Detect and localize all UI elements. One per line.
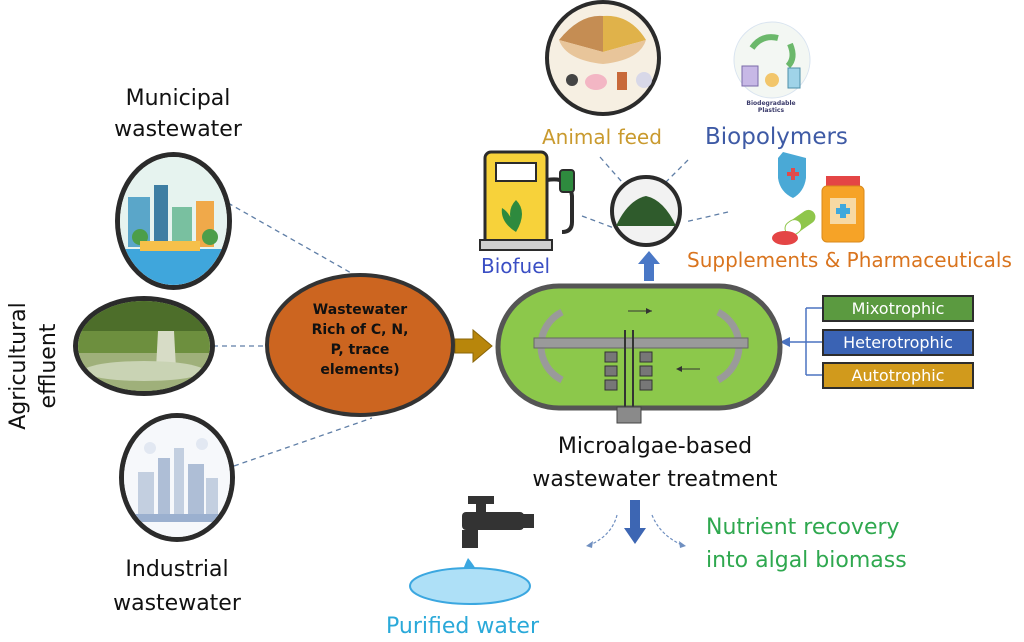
up-arrow: [638, 251, 660, 281]
supplement-connector: [684, 211, 729, 223]
left-curve-arrow: [589, 514, 618, 546]
raceway-reactor: [495, 283, 783, 424]
industrial-label: Industrial wastewater: [113, 557, 241, 616]
right-curve-head: [679, 541, 686, 548]
biopolymers-label: Biopolymers: [705, 124, 848, 150]
agricultural-image: [73, 296, 215, 396]
mode-autotrophic: Autotrophic: [822, 362, 974, 389]
water-puddle: [409, 567, 531, 605]
into-reactor-arrow: [454, 328, 493, 364]
wastewater-text: Wastewater Rich of C, N, P, trace elemen…: [311, 302, 409, 378]
mode-connector: [786, 307, 822, 376]
biopolymers-image: [733, 21, 811, 99]
nutrient-recovery-label: Nutrient recovery into algal biomass: [706, 515, 907, 573]
biomass-pile: [616, 196, 676, 226]
left-curve-head: [586, 541, 593, 548]
municipal-label: Municipal wastewater: [114, 86, 242, 142]
biofuel-label: Biofuel: [481, 254, 551, 278]
industrial-image: [119, 413, 235, 542]
wastewater-ellipse: [265, 273, 455, 417]
animal-feed-label: Animal feed: [542, 125, 662, 149]
fuel-pump-icon: [479, 150, 575, 251]
down-arrow: [624, 500, 646, 544]
mode-mixotrophic: Mixotrophic: [822, 295, 974, 322]
supplements-label: Supplements & Pharmaceuticals: [687, 248, 1012, 272]
mode-heterotrophic: Heterotrophic: [822, 329, 974, 356]
pharma-icons: [772, 152, 865, 245]
biopolymer-connector: [665, 159, 689, 183]
mode-arrowhead: [780, 337, 790, 347]
feed-connector: [599, 156, 623, 183]
process-label: Microalgae-based wastewater treatment: [532, 434, 778, 492]
faucet-icon: [462, 496, 534, 548]
purified-water-label: Purified water: [386, 614, 540, 639]
agricultural-label: Agricultural effluent: [6, 302, 61, 430]
biofuel-connector: [581, 215, 615, 229]
biopolymer-icon-text: Biodegradable Plastics: [746, 100, 796, 114]
animal-feed-image: [545, 0, 661, 116]
municipal-image: [115, 152, 232, 290]
industrial-connector: [233, 417, 373, 467]
municipal-connector: [227, 202, 361, 279]
right-curve-arrow: [651, 514, 683, 546]
